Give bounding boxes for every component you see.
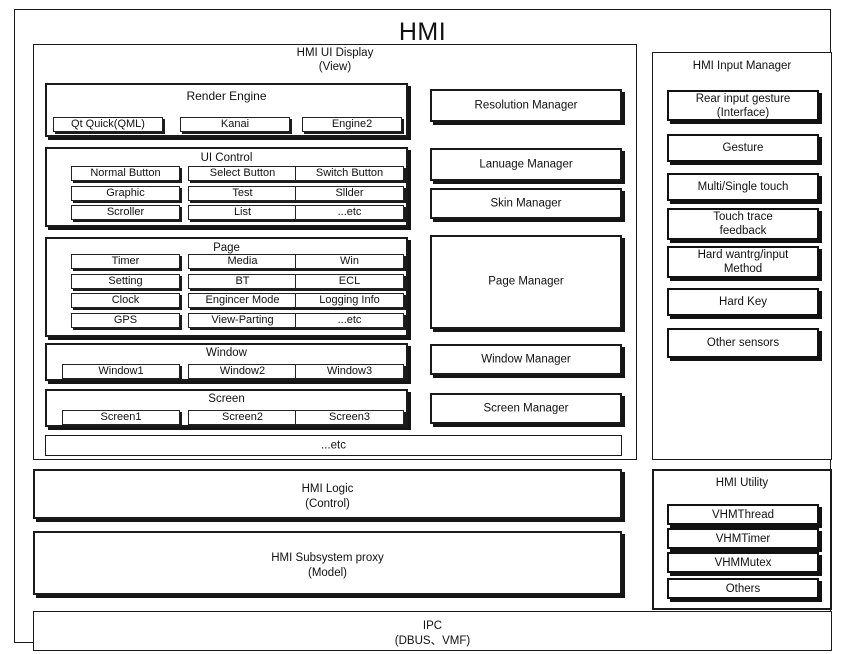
page-item-bt[interactable]: BT: [188, 274, 297, 289]
ui-control-item-scroller[interactable]: Scroller: [71, 205, 180, 220]
diagram-outer-frame: HMI HMI UI Display (View) Render Engine …: [14, 9, 832, 651]
window-item-window1[interactable]: Window1: [62, 364, 180, 379]
input-item-other-sensors[interactable]: Other sensors: [667, 328, 819, 358]
render-engine-caption: Render Engine: [186, 89, 267, 103]
ipc-label-line2: (DBUS、VMF): [394, 635, 471, 647]
manager-page[interactable]: Page Manager: [430, 235, 622, 329]
window-item-window2[interactable]: Window2: [188, 364, 297, 379]
page-title: HMI: [398, 18, 447, 46]
window-group-caption: Window: [206, 347, 247, 359]
screen-item-screen3[interactable]: Screen3: [295, 410, 404, 425]
ui-control-item-switch-button[interactable]: Switch Button: [295, 166, 404, 181]
hmi-ui-display-caption-line1: HMI UI Display: [296, 47, 374, 59]
render-engine-item-engine2[interactable]: Engine2: [302, 117, 402, 132]
ipc-label-line1: IPC: [422, 620, 443, 632]
utility-item-vhmthread[interactable]: VHMThread: [667, 504, 819, 525]
input-item-handwriting-input-method[interactable]: Hard wantrg/input Method: [667, 246, 819, 278]
hmi-subsystem-proxy-block[interactable]: HMI Subsystem proxy (Model): [33, 531, 622, 595]
ui-control-item-slider[interactable]: Sllder: [295, 186, 404, 201]
hmi-logic-block[interactable]: HMI Logic (Control): [33, 469, 622, 519]
ui-display-etc-label: ...etc: [321, 439, 346, 451]
input-item-gesture-label: Gesture: [722, 142, 764, 154]
input-item-rear-input-gesture[interactable]: Rear input gesture (Interface): [667, 90, 819, 121]
page-item-logging-info[interactable]: Logging Info: [295, 293, 404, 308]
hmi-subsystem-proxy-label-line1: HMI Subsystem proxy: [271, 552, 384, 564]
input-item-handwriting-input-method-label: Hard wantrg/input Method: [697, 249, 789, 275]
input-item-other-sensors-label: Other sensors: [706, 337, 780, 349]
page-item-timer[interactable]: Timer: [71, 254, 180, 269]
manager-screen[interactable]: Screen Manager: [430, 393, 622, 424]
utility-item-others[interactable]: Others: [667, 578, 819, 599]
hmi-ui-display-caption-line2: (View): [318, 61, 352, 73]
page-item-engineer-mode[interactable]: Engincer Mode: [188, 293, 297, 308]
screen-item-screen2[interactable]: Screen2: [188, 410, 297, 425]
hmi-utility-caption: HMI Utility: [715, 477, 769, 489]
ui-control-item-normal-button[interactable]: Normal Button: [71, 166, 180, 181]
page-item-clock[interactable]: Clock: [71, 293, 180, 308]
input-item-rear-input-gesture-label: Rear input gesture (Interface): [695, 92, 791, 119]
ui-control-item-test[interactable]: Test: [188, 186, 297, 201]
manager-language[interactable]: Lanuage Manager: [430, 148, 622, 181]
input-item-multi-single-touch[interactable]: Multi/Single touch: [667, 173, 819, 201]
ui-display-etc-row[interactable]: ...etc: [45, 435, 622, 456]
manager-screen-label: Screen Manager: [483, 402, 569, 414]
input-item-multi-single-touch-label: Multi/Single touch: [697, 181, 789, 193]
page-group-caption: Page: [213, 242, 240, 254]
ui-control-item-graphic[interactable]: Graphic: [71, 186, 180, 201]
page-item-etc[interactable]: ...etc: [295, 313, 404, 328]
input-item-touch-trace-feedback[interactable]: Touch trace feedback: [667, 208, 819, 240]
hmi-subsystem-proxy-label-line2: (Model): [308, 567, 347, 579]
ui-control-item-select-button[interactable]: Select Button: [188, 166, 297, 181]
input-item-hard-key-label: Hard Key: [719, 296, 767, 308]
screen-item-screen1[interactable]: Screen1: [62, 410, 180, 425]
manager-language-label: Lanuage Manager: [479, 158, 573, 170]
window-item-window3[interactable]: Window3: [295, 364, 404, 379]
page-item-ecl[interactable]: ECL: [295, 274, 404, 289]
render-engine-item-qt-quick[interactable]: Qt Quick(QML): [53, 117, 163, 132]
page-item-view-parting[interactable]: View-Parting: [188, 313, 297, 328]
page-item-gps[interactable]: GPS: [71, 313, 180, 328]
manager-resolution[interactable]: Resolution Manager: [430, 89, 622, 122]
input-item-touch-trace-feedback-label: Touch trace feedback: [713, 211, 773, 237]
ui-control-caption: UI Control: [200, 152, 253, 164]
screen-group-caption: Screen: [208, 393, 245, 405]
manager-resolution-label: Resolution Manager: [474, 99, 578, 111]
render-engine-item-kanai[interactable]: Kanai: [180, 117, 290, 132]
ui-control-item-list[interactable]: List: [188, 205, 297, 220]
utility-item-vhmmutex[interactable]: VHMMutex: [667, 552, 819, 573]
page-item-setting[interactable]: Setting: [71, 274, 180, 289]
manager-window-label: Window Manager: [481, 353, 571, 365]
manager-page-label: Page Manager: [488, 275, 564, 288]
hmi-logic-label-line2: (Control): [305, 498, 350, 510]
hmi-logic-label-line1: HMI Logic: [301, 483, 354, 495]
input-item-gesture[interactable]: Gesture: [667, 134, 819, 162]
page-item-win[interactable]: Win: [295, 254, 404, 269]
input-item-hard-key[interactable]: Hard Key: [667, 288, 819, 316]
utility-item-vhmtimer[interactable]: VHMTimer: [667, 528, 819, 549]
hmi-input-manager-caption: HMI Input Manager: [692, 60, 792, 72]
manager-skin[interactable]: Skin Manager: [430, 188, 622, 219]
manager-window[interactable]: Window Manager: [430, 344, 622, 375]
ipc-block[interactable]: IPC (DBUS、VMF): [33, 611, 832, 651]
ui-control-item-etc[interactable]: ...etc: [295, 205, 404, 220]
page-item-media[interactable]: Media: [188, 254, 297, 269]
manager-skin-label: Skin Manager: [490, 197, 562, 209]
